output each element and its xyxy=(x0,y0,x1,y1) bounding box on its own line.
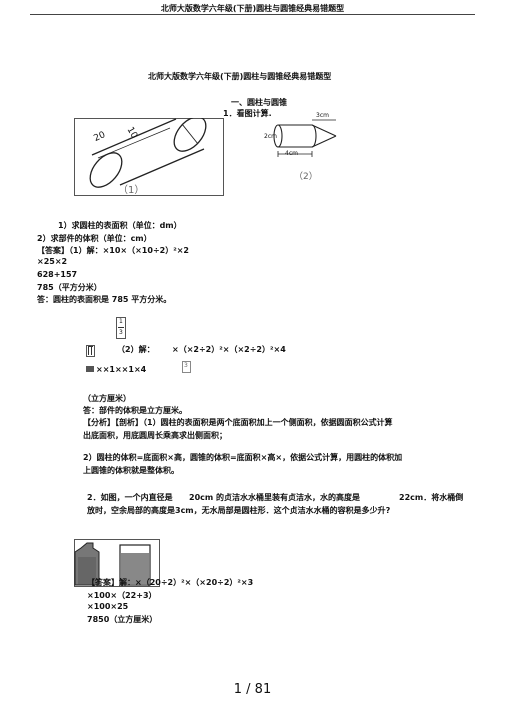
question-1-heading: 1．看图计算. xyxy=(223,109,272,118)
part-joint-arc xyxy=(311,124,317,148)
figure-cylinder-cone xyxy=(273,119,337,157)
q1-part2-prompt: 2）求部件的体积（单位：cm） xyxy=(37,234,152,243)
q2-line-1c: 22cm．将水桶倒 xyxy=(399,493,464,502)
q2-answer-line-2: ×100×（22+3） xyxy=(87,591,157,600)
figure1-caption: （1） xyxy=(118,185,145,196)
figure2-cone-label: 3cm xyxy=(316,112,329,119)
q1-answer-line-2: ×25×2 xyxy=(37,257,68,266)
cylinder-diameter-line xyxy=(181,123,199,145)
pi-image xyxy=(86,345,95,357)
figure-water-buckets xyxy=(74,539,160,587)
q2-line-2: 放时，空余局部的高度是3cm，无水局部是圆柱形．这个贞洁水水桶的容积是多少升? xyxy=(87,506,391,515)
page-number: 1 / 81 xyxy=(233,682,272,697)
q1-part2-answer: 答：部件的体积是立方厘米。 xyxy=(83,406,187,415)
q2-line-1b: 20cm 的贞洁水水桶里装有贞洁水，水的高度是 xyxy=(189,493,360,502)
cylinder-top-ellipse xyxy=(173,118,207,152)
cylinder-length-line xyxy=(97,127,171,159)
q2-answer-line-3: ×100×25 xyxy=(87,602,129,611)
cylinder-lower-edge xyxy=(119,148,205,186)
inline-image-block xyxy=(86,366,94,372)
analysis-line-1: 【分析】【剖析】（1）圆柱的表面积是两个底面积加上一个侧面积，依据圆面积公式计算 xyxy=(83,418,393,427)
document-title: 北师大版数学六年级(下册)圆柱与圆锥经典易错题型 xyxy=(148,72,332,81)
fraction-bar xyxy=(118,327,124,328)
bucket-inverted xyxy=(119,544,151,586)
running-header: 北师大版数学六年级(下册)圆柱与圆锥经典易错题型 xyxy=(160,4,345,13)
header-rule xyxy=(30,14,475,15)
q1-part2-expression-2: ××1××1×4 xyxy=(96,365,147,374)
q1-answer-line-4: 785（平方分米） xyxy=(37,283,102,292)
analysis-line-4: 上圆锥的体积就是整体积。 xyxy=(83,466,179,475)
figure2-length-label: 4cm xyxy=(285,150,298,157)
q2-line-1a: 2．如图，一个内直径是 xyxy=(87,493,173,502)
figure2-caption: （2） xyxy=(294,172,318,182)
q2-answer-line-4: 7850（立方厘米） xyxy=(87,615,158,624)
q1-part2-unit: （立方厘米） xyxy=(83,394,131,403)
cylinder-upper-edge xyxy=(91,118,177,156)
q1-answer-line-5: 答：圆柱的表面积是 785 平方分米。 xyxy=(37,295,172,304)
q1-part2-expression: ×（×2÷2）²×（×2÷2）²×4 xyxy=(172,345,286,354)
figure-frame xyxy=(74,118,224,196)
q1-answer-line-3: 628+157 xyxy=(37,270,78,279)
analysis-line-2: 出底面积，用底圆周长乘高求出侧面积； xyxy=(83,431,227,440)
cone-upper-edge xyxy=(311,124,337,137)
fraction-image: 1 3 xyxy=(116,317,126,339)
bucket-left-water xyxy=(78,557,96,584)
section-heading: 一、圆柱与圆锥 xyxy=(231,98,287,107)
bucket-upright xyxy=(74,542,100,586)
bucket-right-water xyxy=(121,553,149,584)
q1-part2-label: （2）解： xyxy=(117,345,155,354)
figure2-height-label: 2cm xyxy=(264,133,277,140)
q2-answer-line-1: 【答案】解：×（20÷2）²×（×20÷2）²×3 xyxy=(87,578,254,587)
analysis-line-3: 2）圆柱的体积=底面积×高，圆锥的体积=底面积×高×，依据公式计算，用圆柱的体积… xyxy=(83,453,403,462)
q1-answer-line-1: 【答案】（1）解：×10×（×10÷2）²×2 xyxy=(37,246,189,255)
fraction-denominator: 3 xyxy=(119,329,123,336)
q1-part1-prompt: 1）求圆柱的表面积（单位：dm） xyxy=(58,221,182,230)
cylinder-bottom-ellipse xyxy=(89,152,123,188)
fraction-image-2: 3 xyxy=(182,361,191,373)
fraction-numerator: 1 xyxy=(119,318,123,325)
figure-cylinder xyxy=(74,118,224,196)
cone-lower-edge xyxy=(311,135,337,148)
